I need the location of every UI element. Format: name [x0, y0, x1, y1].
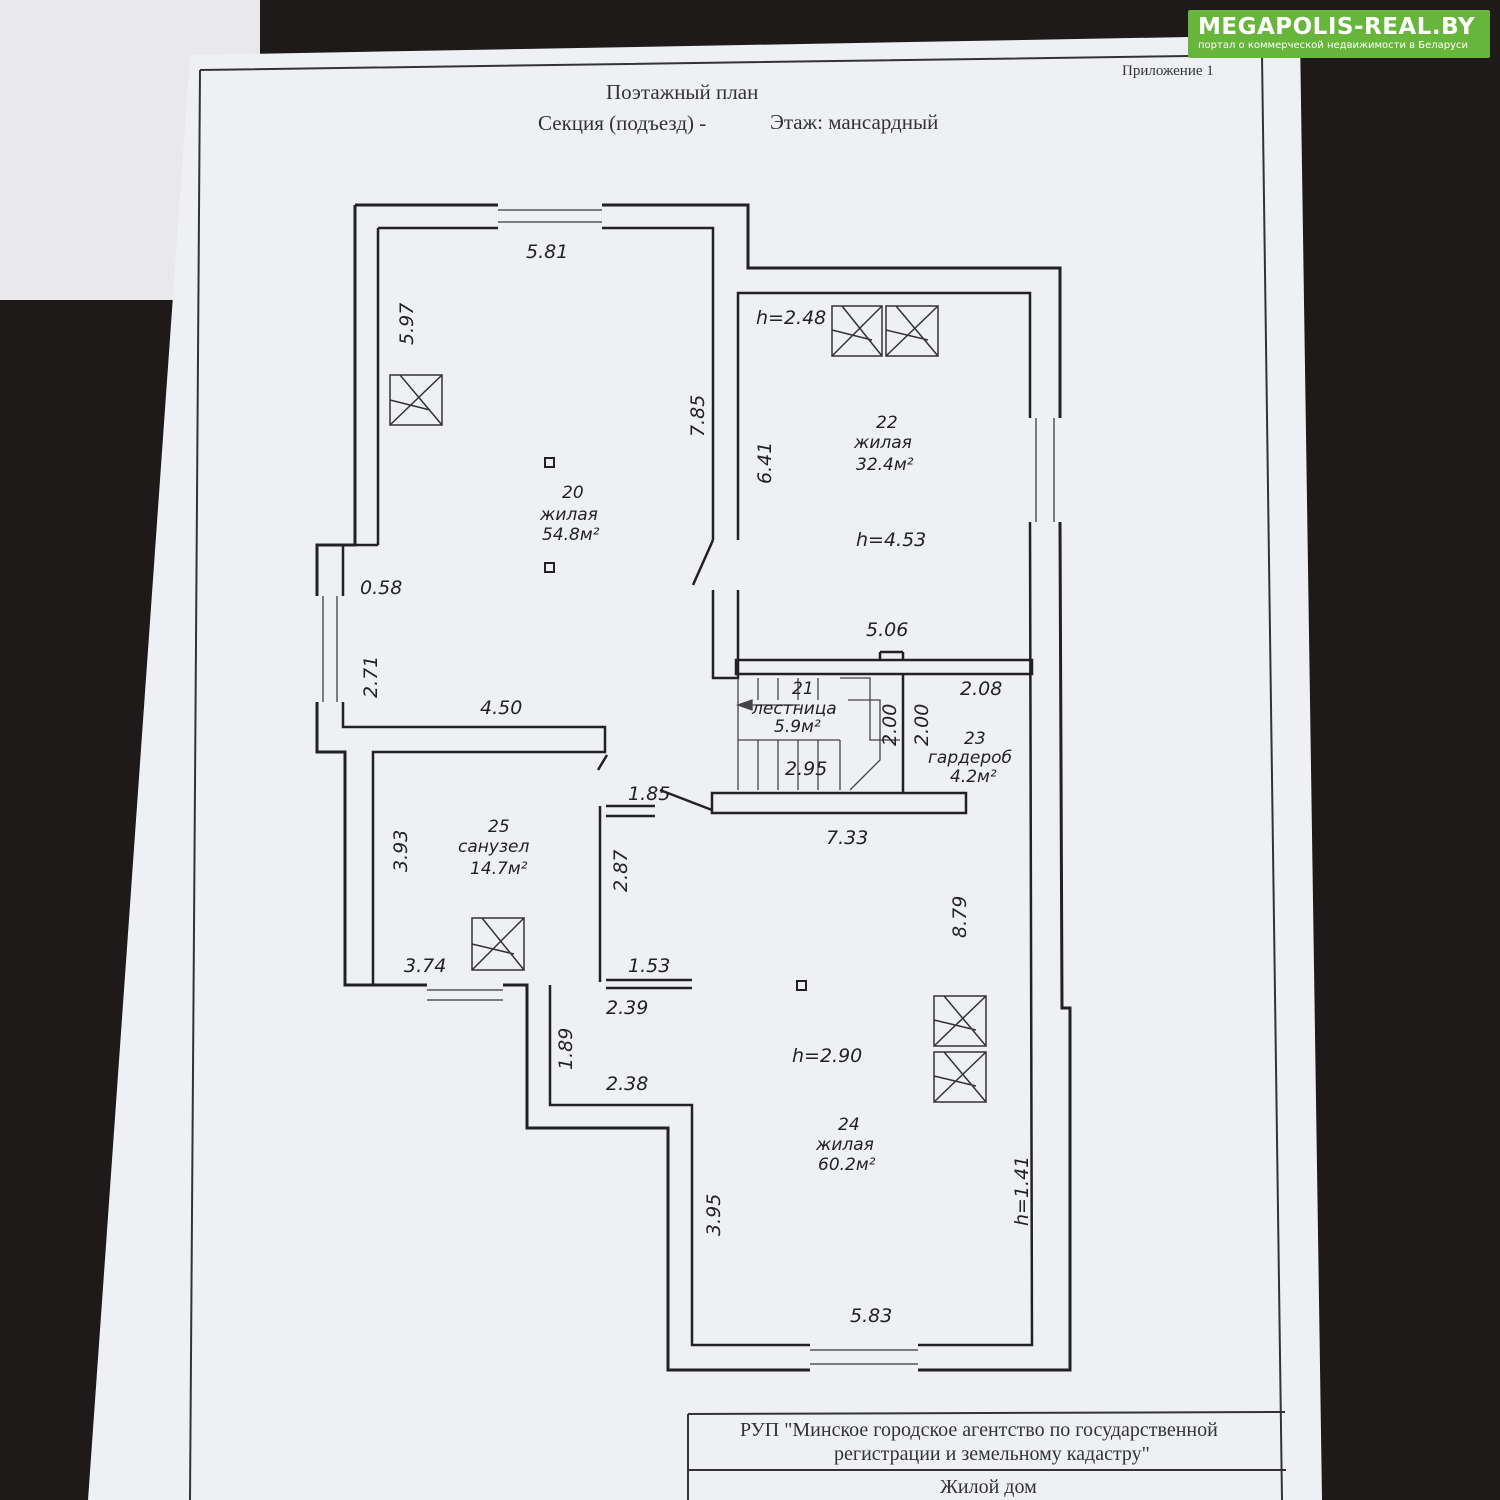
- room-25-type: санузел: [458, 837, 529, 857]
- dim-3-95: 3.95: [703, 1194, 725, 1236]
- dim-2-95: 2.95: [785, 758, 827, 780]
- room-21-number: 21: [792, 679, 814, 699]
- dim-1-53: 1.53: [628, 955, 670, 977]
- dim-7-33: 7.33: [826, 827, 868, 849]
- dim-2-00-a: 2.00: [879, 704, 901, 746]
- section-label: Секция (подъезд) -: [538, 111, 706, 135]
- dim-1-85: 1.85: [628, 783, 670, 805]
- org-line-1: РУП "Минское городское агентство по госу…: [740, 1419, 1218, 1441]
- dim-5-83: 5.83: [850, 1305, 892, 1327]
- dim-2-00-b: 2.00: [911, 704, 933, 746]
- room-25-area: 14.7м²: [470, 859, 528, 879]
- dim-3-74: 3.74: [404, 955, 446, 977]
- height-4-53: h=4.53: [856, 529, 926, 551]
- dim-2-71: 2.71: [360, 656, 382, 698]
- interior-wall-lines: [341, 226, 1034, 1347]
- room-20-type: жилая: [539, 505, 598, 525]
- dim-0-58: 0.58: [360, 577, 402, 599]
- room-24-type: жилая: [815, 1135, 874, 1155]
- dim-2-87: 2.87: [610, 850, 632, 892]
- dim-2-39: 2.39: [606, 997, 648, 1019]
- room-21-type: лестница: [751, 699, 837, 719]
- dim-1-89: 1.89: [555, 1028, 577, 1070]
- room-22-number: 22: [876, 413, 898, 433]
- dim-8-79: 8.79: [949, 896, 971, 938]
- dim-5-97: 5.97: [396, 303, 418, 345]
- column-marks: [544, 457, 807, 991]
- sheet-frame-left: [189, 69, 201, 1500]
- watermark-tagline: портал о коммерческой недвижимости в Бел…: [1198, 40, 1468, 51]
- room-25-number: 25: [488, 817, 510, 837]
- plan-title: Поэтажный план: [606, 80, 758, 104]
- height-2-48: h=2.48: [756, 307, 826, 329]
- room-23-number: 23: [964, 729, 986, 749]
- windows: [322, 209, 1055, 1365]
- watermark-brand: MEGAPOLIS-REAL.BY: [1198, 14, 1476, 40]
- paper-sheet: [88, 35, 1322, 1500]
- room-22-area: 32.4м²: [856, 455, 914, 475]
- room-21-area: 5.9м²: [774, 717, 821, 737]
- dim-5-06: 5.06: [866, 619, 908, 641]
- title-block: [687, 1411, 1286, 1500]
- watermark-badge[interactable]: MEGAPOLIS-REAL.BY портал о коммерческой …: [1188, 10, 1490, 58]
- dim-4-50: 4.50: [480, 697, 522, 719]
- room-24-area: 60.2м²: [818, 1155, 876, 1175]
- dim-3-93: 3.93: [390, 830, 412, 872]
- dim-6-41: 6.41: [754, 442, 776, 484]
- room-20-number: 20: [562, 483, 584, 503]
- staircase: [736, 677, 900, 791]
- height-2-90: h=2.90: [792, 1045, 862, 1067]
- room-20-area: 54.8м²: [542, 525, 600, 545]
- dim-2-38: 2.38: [606, 1073, 648, 1095]
- room-22-type: жилая: [853, 433, 912, 453]
- skylights: [389, 305, 987, 1103]
- floor-label: Этаж: мансардный: [770, 110, 938, 134]
- building-type: Жилой дом: [940, 1476, 1037, 1498]
- room-23-area: 4.2м²: [950, 767, 997, 787]
- dim-5-81: 5.81: [526, 241, 568, 263]
- dim-7-85: 7.85: [687, 395, 709, 437]
- appendix-label: Приложение 1: [1122, 63, 1214, 79]
- org-line-2: регистрации и земельному кадастру": [834, 1443, 1150, 1465]
- height-1-41: h=1.41: [1011, 1156, 1033, 1226]
- dim-2-08: 2.08: [960, 678, 1002, 700]
- room-24-number: 24: [838, 1115, 860, 1135]
- room-23-type: гардероб: [928, 748, 1012, 768]
- exterior-walls: [315, 203, 1072, 1372]
- partitions: [596, 539, 1034, 990]
